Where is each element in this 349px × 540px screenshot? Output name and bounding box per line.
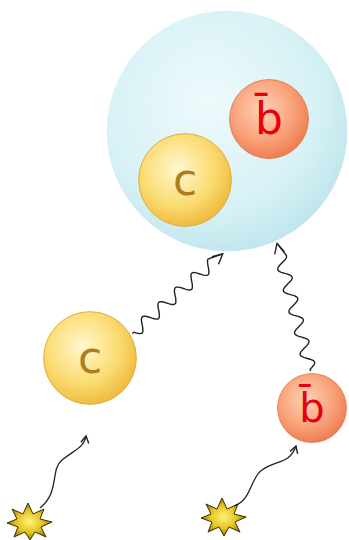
gluon-connector bbox=[275, 243, 315, 371]
antibottom-quark: b̄ bbox=[229, 79, 309, 159]
quark-symbol: c bbox=[173, 158, 197, 202]
gluon-connector bbox=[132, 254, 222, 334]
quark-symbol: b̄ bbox=[299, 388, 324, 428]
arrowhead bbox=[212, 254, 223, 264]
charm-quark: c bbox=[43, 311, 137, 405]
starburst bbox=[7, 503, 52, 540]
charm-quark: c bbox=[138, 133, 232, 227]
quark-label-holder bbox=[105, 9, 349, 253]
creation-arrow bbox=[234, 446, 296, 506]
antibottom-quark: b̄ bbox=[277, 373, 347, 443]
wavy-line bbox=[132, 254, 222, 334]
meson-circle: c b̄ bbox=[105, 9, 349, 253]
quark-symbol: b̄ bbox=[255, 97, 283, 141]
quark-label-holder: c bbox=[43, 311, 137, 405]
meson-circle-outline bbox=[105, 9, 349, 253]
wavy-line bbox=[277, 243, 315, 371]
quark-label-holder: b̄ bbox=[229, 79, 309, 159]
quark-symbol: c bbox=[78, 336, 102, 380]
quark-label-holder: b̄ bbox=[277, 373, 347, 443]
arrowhead bbox=[275, 243, 285, 254]
creation-arrow bbox=[40, 436, 86, 508]
quark-label-holder: c bbox=[138, 133, 232, 227]
